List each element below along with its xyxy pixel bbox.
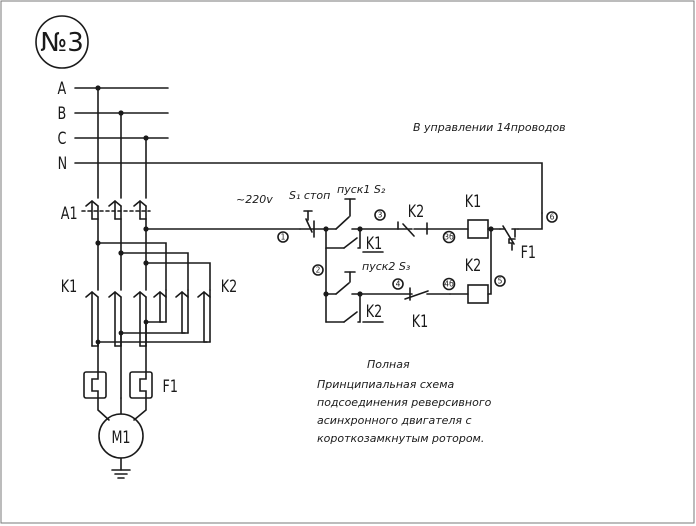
motor-m1: M1 (98, 413, 144, 459)
caption-line-4: асинхронного двигателя с (317, 414, 472, 427)
motor-label: M1 (111, 427, 130, 447)
bus-label-n: N (58, 153, 68, 173)
relay-contact-f1: F1 (499, 225, 536, 263)
bus-label-c: C (57, 128, 66, 148)
node-6: 6 (550, 213, 555, 222)
node-3: 3 (378, 211, 383, 220)
caption-line-3: подсоединения реверсивного (317, 396, 492, 409)
start2-button-s3 (325, 271, 361, 295)
coil-k1: K1 (465, 191, 489, 239)
node-3b: 3б (444, 233, 454, 242)
node-1: 1 (281, 233, 286, 242)
k2-interlock-contact: K2 (397, 201, 428, 237)
k1-interlock-label: K1 (412, 311, 428, 331)
start1-button-label: пуск1 S₂ (337, 183, 386, 196)
coil-k2-label: K2 (465, 255, 481, 275)
caption-line-2: Принципиальная схема (317, 378, 454, 391)
k1-interlock-contact: K1 (404, 287, 451, 332)
caption: Полная Принципиальная схема подсоединени… (317, 358, 492, 445)
thermal-relay-f1: F1 (83, 371, 178, 399)
caption-line-5: короткозамкнутым ротором. (317, 432, 484, 445)
thermal-relay-label: F1 (163, 376, 178, 396)
bus-label-b: B (57, 103, 66, 123)
contactor-k1-label: K1 (61, 276, 77, 296)
caption-line-1: Полная (367, 358, 410, 371)
stop-button-s1 (299, 210, 315, 238)
sheet-number: №3 (40, 28, 84, 58)
node-2: 2 (316, 266, 321, 275)
k1-hold-label: K1 (366, 233, 382, 253)
node-5: 5 (498, 277, 503, 286)
coil-k1-label: K1 (465, 191, 481, 211)
node-4: 4 (396, 280, 401, 289)
relay-contact-label: F1 (521, 242, 536, 262)
power-circuit: A1 K1 (61, 87, 237, 479)
ground-icon (111, 457, 131, 479)
breaker-label: A1 (61, 203, 78, 223)
bus-line-n (74, 162, 543, 214)
start1-button-s2 (335, 198, 361, 230)
voltage-label: ~220v (236, 193, 273, 206)
start2-button-label: пуск2 S₃ (362, 260, 411, 273)
wires-note: В управлении 14проводов (413, 121, 566, 134)
stop-button-label: S₁ стоп (289, 189, 330, 202)
node-4b: 4б (444, 280, 454, 289)
sheet-number-badge: №3 (35, 15, 89, 69)
control-circuit: В управлении 14проводов ~220v S₁ стоп пу… (145, 121, 566, 332)
sheet-number-circle (35, 15, 89, 69)
k2-hold-label: K2 (366, 301, 382, 321)
bus-label-a: A (58, 78, 67, 98)
contactor-k2-contacts: K2 (153, 276, 237, 343)
breaker-a1: A1 (61, 199, 151, 224)
coil-k2: K2 (465, 255, 489, 304)
contactor-k1-contacts: K1 (61, 276, 147, 347)
contactor-k2-label: K2 (221, 276, 237, 296)
k2-interlock-label: K2 (408, 201, 424, 221)
